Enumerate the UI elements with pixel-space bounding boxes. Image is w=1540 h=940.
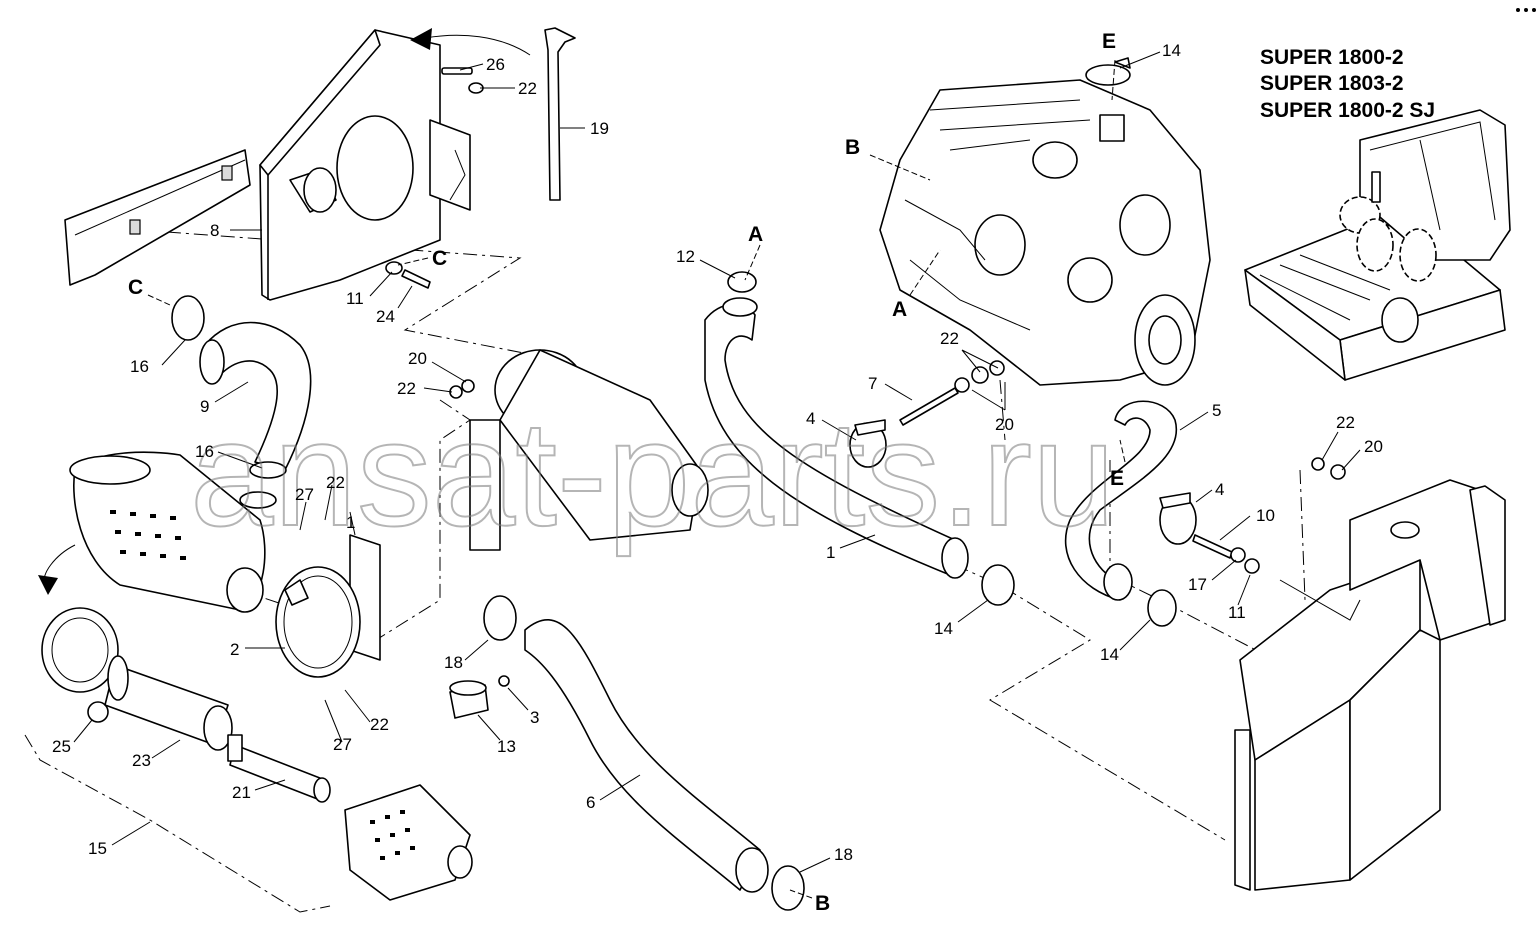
fan-drive-housing <box>469 349 709 551</box>
callout-14: 14 <box>934 619 953 638</box>
hose-1 <box>704 271 1015 606</box>
watermark-text: ansat-parts.ru <box>190 389 1115 557</box>
pre-filter <box>344 784 473 901</box>
air-filter-housing <box>69 451 266 613</box>
machine-overview-sketch <box>1244 109 1511 381</box>
filter-end-cap <box>38 544 119 723</box>
callout-22: 22 <box>1336 413 1355 432</box>
leader-lines <box>73 51 1361 899</box>
model-title-1: SUPER 1800-2 <box>1260 46 1404 69</box>
letter-E-top: E <box>1102 30 1116 53</box>
small-cap-13 <box>449 675 510 719</box>
dipstick-rod <box>544 27 576 201</box>
callout-18: 18 <box>834 845 853 864</box>
callout-4: 4 <box>806 409 815 428</box>
callout-18: 18 <box>444 653 463 672</box>
callout-7: 7 <box>868 374 877 393</box>
callout-22: 22 <box>940 329 959 348</box>
hose-5 <box>1064 400 1178 627</box>
callout-14: 14 <box>1100 645 1119 664</box>
callout-13: 13 <box>497 737 516 756</box>
callout-14: 14 <box>1162 41 1181 60</box>
filter-cartridges <box>104 655 331 803</box>
callout-9: 9 <box>200 397 209 416</box>
callout-2: 2 <box>230 640 239 659</box>
letter-C-clamp: C <box>128 276 143 299</box>
callout-11: 11 <box>346 289 364 308</box>
part-callouts: 26 22 19 8 11 24 16 9 16 20 22 27 22 1 2… <box>52 41 1383 864</box>
side-blade <box>64 149 251 286</box>
callout-22: 22 <box>397 379 416 398</box>
callout-27: 27 <box>295 485 314 504</box>
callout-10: 10 <box>1256 506 1275 525</box>
callout-22: 22 <box>370 715 389 734</box>
clamp-4-left <box>849 419 887 468</box>
callout-16: 16 <box>130 357 149 376</box>
clamp-14-top <box>1085 57 1131 86</box>
bolts-right <box>1311 457 1346 480</box>
callout-4: 4 <box>1215 480 1224 499</box>
letter-E-hose: E <box>1110 467 1124 490</box>
callout-20: 20 <box>408 349 427 368</box>
mount-bracket-2 <box>275 534 381 678</box>
view-letters: E B A A C C E B <box>128 30 1124 915</box>
letter-A-engine: A <box>892 298 907 321</box>
callout-26: 26 <box>486 55 505 74</box>
callout-15: 15 <box>88 839 107 858</box>
engine-block <box>879 79 1211 386</box>
callout-22: 22 <box>518 79 537 98</box>
letter-A-hose: A <box>748 223 763 246</box>
model-list: SUPER 1800-2 SUPER 1803-2 SUPER 1800-2 S… <box>1260 46 1435 122</box>
hose-6 <box>483 595 805 911</box>
callout-21: 21 <box>232 783 251 802</box>
model-title-3: SUPER 1800-2 SJ <box>1260 99 1435 122</box>
callout-19: 19 <box>590 119 609 138</box>
hose-9 <box>171 295 312 509</box>
rotation-arrow-top <box>410 28 531 56</box>
letter-B-hose: B <box>815 892 830 915</box>
callout-20: 20 <box>1364 437 1383 456</box>
callout-24: 24 <box>376 307 395 326</box>
callout-1: 1 <box>346 513 355 532</box>
callout-3: 3 <box>530 708 539 727</box>
callout-11: 11 <box>1228 603 1246 622</box>
callout-8: 8 <box>210 221 219 240</box>
corner-mark <box>1516 8 1536 12</box>
callout-5: 5 <box>1212 401 1221 420</box>
callout-23: 23 <box>132 751 151 770</box>
callout-20: 20 <box>995 415 1014 434</box>
model-title-2: SUPER 1803-2 <box>1260 72 1404 95</box>
callout-17: 17 <box>1188 575 1207 594</box>
housing-bolts <box>385 67 484 399</box>
housing-panel <box>259 29 471 301</box>
callout-22: 22 <box>326 473 345 492</box>
cooler-unit <box>1234 479 1506 891</box>
letter-B-engine: B <box>845 136 860 159</box>
callout-27: 27 <box>333 735 352 754</box>
letter-C-housing: C <box>432 247 447 270</box>
callout-16: 16 <box>195 442 214 461</box>
callout-6: 6 <box>586 793 595 812</box>
clamp-4-right <box>1159 492 1260 574</box>
callout-12: 12 <box>676 247 695 266</box>
callout-1: 1 <box>826 543 835 562</box>
callout-25: 25 <box>52 737 71 756</box>
